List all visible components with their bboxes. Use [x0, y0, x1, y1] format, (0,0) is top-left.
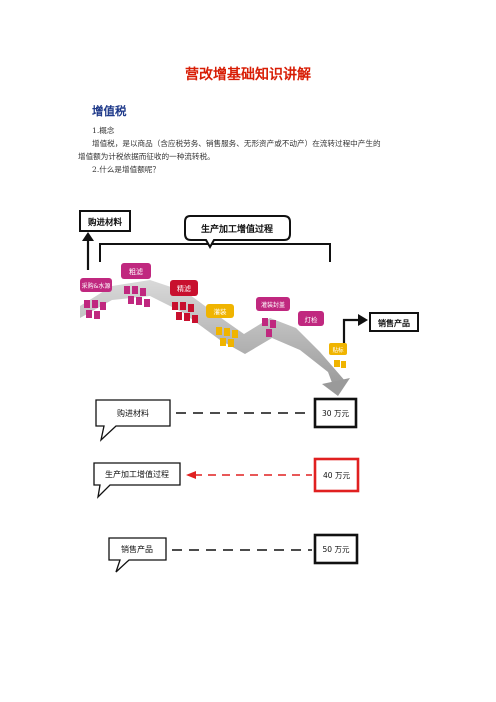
- process-ribbon: [80, 280, 346, 388]
- row-label-bubble: [93, 462, 181, 499]
- row-value: 40 万元: [323, 471, 350, 480]
- page-title: 营改增基础知识讲解: [185, 67, 311, 83]
- process-label: 生产加工增值过程: [201, 223, 273, 235]
- section-heading: 增值税: [92, 104, 127, 118]
- sales-callout: 销售产品: [342, 312, 419, 345]
- row-label: 生产加工增值过程: [105, 469, 169, 479]
- svg-text:粗滤: 粗滤: [129, 267, 143, 276]
- svg-text:精滤: 精滤: [177, 284, 191, 293]
- row-label: 购进材料: [117, 408, 149, 418]
- stage-bubble-fine-filter: 精滤: [170, 280, 198, 296]
- stage-bubble-labeling: 贴标: [329, 343, 347, 355]
- bottle-cluster-6: [334, 360, 346, 368]
- process-bracket: [99, 243, 331, 262]
- svg-text:灌装: 灌装: [214, 307, 228, 316]
- ribbon-arrow-head-icon: [322, 378, 350, 396]
- svg-text:灌装封盖: 灌装封盖: [261, 301, 285, 309]
- bottle-cluster-2: [124, 286, 150, 307]
- row-label-bubble: [108, 537, 167, 573]
- stage-bubble-capping: 灌装封盖: [256, 297, 290, 311]
- sales-label: 销售产品: [378, 318, 410, 328]
- stage-bubble-procurement: 采购&水源: [80, 278, 112, 292]
- row-value: 30 万元: [322, 409, 349, 418]
- bottle-cluster-3: [172, 302, 198, 323]
- stage-bubble-filling: 灌装: [206, 304, 234, 318]
- arrow-left-icon: [186, 471, 196, 479]
- bottle-cluster-1: [84, 300, 106, 319]
- value-row-purchase: 购进材料 30 万元: [95, 397, 358, 442]
- row-label-bubble: [95, 399, 171, 442]
- purchase-label: 购进材料: [87, 217, 123, 228]
- definition-line-1: 增值税，是以商品（含应税劳务、销售服务、无形资产或不动产）在流转过程中产生的: [92, 139, 381, 148]
- arrow-up-icon: [82, 232, 94, 241]
- bottle-cluster-4: [216, 327, 238, 347]
- row-label: 销售产品: [121, 544, 153, 554]
- svg-text:灯检: 灯检: [305, 315, 319, 324]
- value-row-sales: 销售产品 50 万元: [108, 533, 359, 573]
- process-callout: 生产加工增值过程: [184, 215, 291, 250]
- svg-text:采购&水源: 采购&水源: [82, 282, 111, 290]
- svg-text:贴标: 贴标: [332, 346, 344, 354]
- paragraph-definition: 增值税，是以商品（含应税劳务、销售服务、无形资产或不动产）在流转过程中产生的 增…: [78, 137, 434, 163]
- purchase-callout: 购进材料: [79, 210, 131, 270]
- stage-bubble-inspection: 灯检: [298, 311, 324, 326]
- value-row-process: 生产加工增值过程 40 万元: [93, 457, 360, 499]
- definition-line-2: 增值额为计税依据而征收的一种流转税。: [78, 152, 215, 161]
- paragraph-concept: 1.概念: [92, 126, 115, 135]
- paragraph-question: 2.什么是增值额呢？: [92, 165, 160, 174]
- row-value: 50 万元: [323, 545, 350, 554]
- stage-bubble-coarse-filter: 粗滤: [121, 263, 151, 279]
- arrow-right-icon: [358, 314, 368, 326]
- bottle-cluster-5: [262, 318, 276, 337]
